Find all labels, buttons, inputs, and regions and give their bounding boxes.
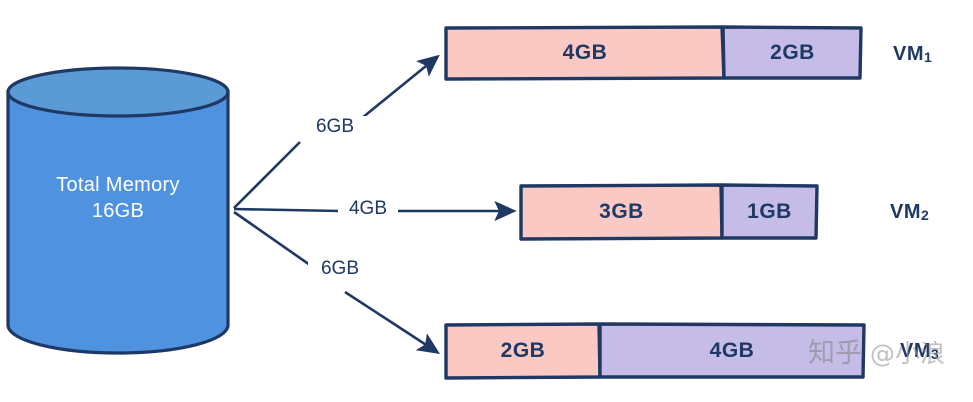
vm1-name-text: VM [893,43,924,65]
vm1-segment-label-1: 2GB [770,41,815,64]
vm1-segment-label-0: 4GB [562,41,608,64]
vm2-name-text: VM [890,201,921,223]
flow-label-vm1: 6GB [303,116,367,138]
vm3-name-text: VM [900,340,931,362]
vm3-memory-bar [444,322,866,380]
vm3-segment-label-1: 4GB [709,339,755,362]
vm2-index: 2 [921,207,930,223]
total-memory-cylinder [6,66,230,355]
flow-arrow-vm1 [233,54,440,209]
vm2-name-label: VM2 [890,201,929,224]
vm1-index: 1 [924,49,933,65]
flow-arrow-vm2 [233,200,517,222]
vm1-memory-bar [444,25,863,81]
flow-label-vm2: 4GB [338,198,398,220]
vm2-segment-label-1: 1GB [747,200,792,223]
vm2-memory-bar [519,183,819,241]
vm3-segment-label-0: 2GB [500,339,546,362]
flow-arrow-vm3 [233,210,441,354]
vm1-name-label: VM1 [893,43,932,66]
flow-label-vm3: 6GB [308,258,372,280]
vm3-index: 3 [931,346,940,362]
vm3-name-label: VM3 [900,340,939,363]
vm2-segment-label-0: 3GB [599,200,644,223]
